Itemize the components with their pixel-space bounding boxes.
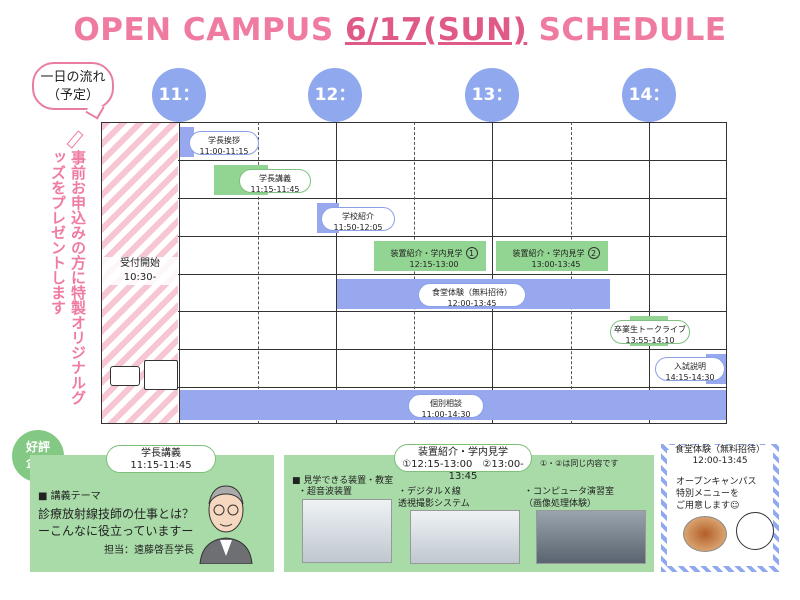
lecture-title-pill: 学長講義 11:15-11:45 xyxy=(106,445,216,473)
grid-col-line xyxy=(571,122,572,424)
time-13: 13：00 xyxy=(465,68,519,159)
kitchen-stamp-logo xyxy=(736,512,774,550)
grid-col-line xyxy=(336,122,337,424)
ultrasound-photo xyxy=(302,499,392,563)
tour-item-3-label: ・コンピュータ演習室 （画像処理体験） xyxy=(524,487,615,509)
title-left: OPEN CAMPUS xyxy=(73,12,334,48)
food-dish-image xyxy=(683,516,727,552)
lecture-speaker: 担当：遠藤啓吾学長 xyxy=(104,545,194,556)
pencil-icon xyxy=(66,130,84,149)
reception-time: 10:30- xyxy=(102,271,178,285)
tour-title-pill: 装置紹介・学内見学 ①12:15-13:00 ②13:00-13:45 xyxy=(394,444,532,482)
tour-item-2-label: ・デジタルＸ線 透視撮影システム xyxy=(398,487,470,509)
event-cafeteria: 食堂体験（無料招待）12:00-13:45 xyxy=(418,283,526,308)
grid-col-line xyxy=(414,122,415,424)
tour-section: ■ 見学できる装置・教室 xyxy=(292,476,394,486)
clapperboard-icon xyxy=(110,366,140,386)
food-title: 食堂体験（無料招待） 12:00-13:45 xyxy=(670,445,770,467)
tour-item-1-label: ・超音波装置 xyxy=(298,487,353,497)
grid-col-line xyxy=(492,122,493,424)
bubble-line1: 一日の流れ xyxy=(40,70,106,85)
schedule-bubble: 一日の流れ （予定） xyxy=(32,62,114,110)
professor-avatar xyxy=(198,476,254,565)
title-right: SCHEDULE xyxy=(538,12,727,48)
time-11: 11：00 xyxy=(152,68,206,159)
reception-label: 受付開始 10:30- xyxy=(102,257,178,285)
lecture-theme-line2: ーこんなに役立っていますー xyxy=(38,524,194,538)
time-14: 14：00 xyxy=(622,68,676,159)
side-note: 事前お申込みの方に特製オリジナルグッズをプレゼントします xyxy=(49,150,87,405)
grid-col-line xyxy=(649,122,650,424)
tour-note: ①・②は同じ内容です xyxy=(540,459,619,468)
lecture-theme-line1: 診療放射線技師の仕事とは？ xyxy=(38,507,195,521)
time-12: 12：00 xyxy=(308,68,362,159)
num-2-icon: 2 xyxy=(587,247,600,259)
bubble-line2: （予定） xyxy=(46,88,99,103)
grid-col-line xyxy=(258,122,259,424)
school-building-icon xyxy=(144,360,178,390)
num-1-icon: 1 xyxy=(465,247,478,259)
food-text: オープンキャンパス 特別メニューを ご用意します☺ xyxy=(676,477,757,511)
page-title: OPEN CAMPUS 6/17(SUN) SCHEDULE xyxy=(0,12,800,48)
title-date: 6/17(SUN) xyxy=(344,12,528,48)
computer-room-photo xyxy=(536,510,646,564)
grid-col-line xyxy=(179,122,180,424)
reception-title: 受付開始 xyxy=(102,257,178,271)
lecture-theme-label: ■ 講義テーマ xyxy=(38,491,101,502)
xray-photo xyxy=(410,510,520,564)
